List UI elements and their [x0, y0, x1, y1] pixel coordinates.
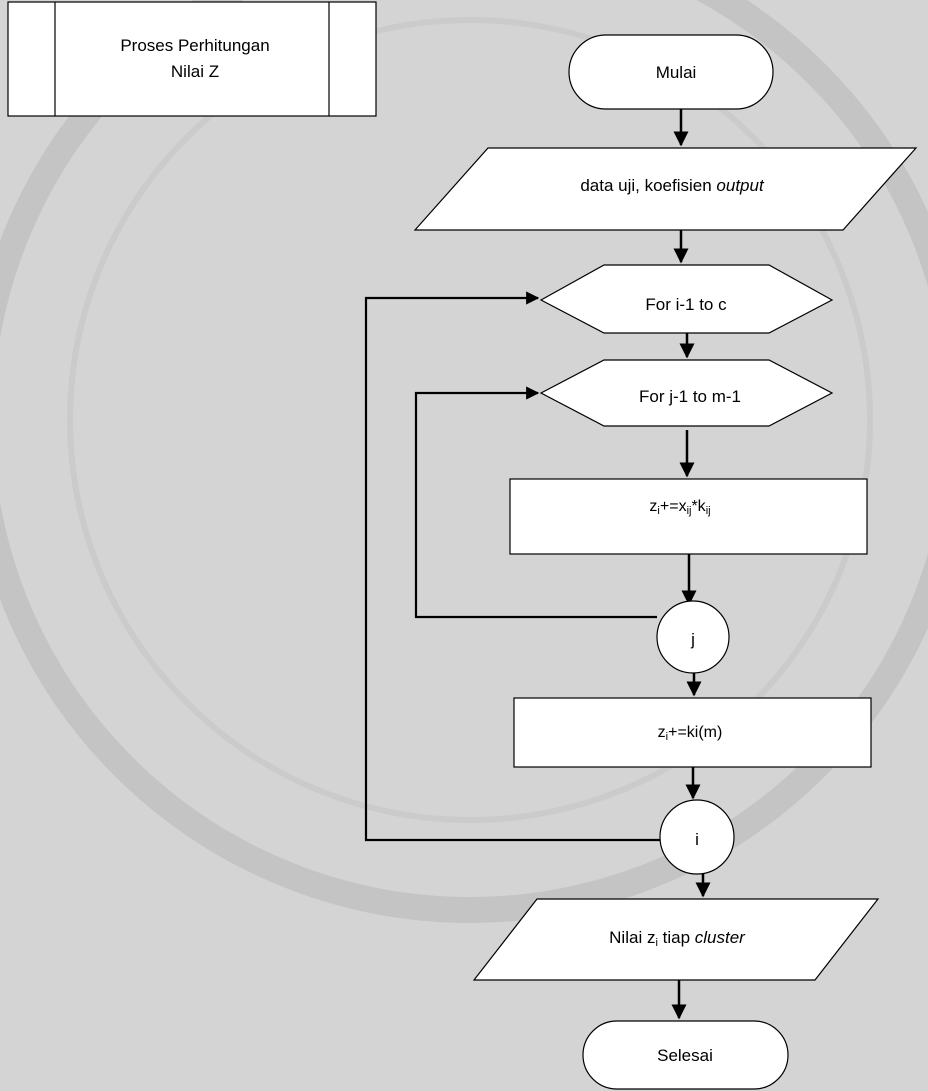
loop-back-i-line: [364, 291, 660, 842]
connector-i-label: i: [695, 830, 699, 849]
watermark: [0, 0, 928, 923]
process-title-line2: Nilai Z: [171, 62, 219, 81]
process-2-rect: zi+=ki(m): [513, 697, 872, 768]
connector-i: i: [659, 799, 735, 875]
process-1-z: z: [649, 498, 657, 515]
input-label: data uji, koefisien output: [580, 176, 765, 195]
process-2-z-sub: i: [666, 731, 668, 743]
process-1-star: *k: [691, 498, 706, 515]
connector-j: j: [656, 600, 730, 674]
process-1-formula: zi+=xij*kij: [649, 498, 710, 517]
input-label-italic: output: [716, 176, 765, 195]
process-1-z-sub: i: [657, 505, 659, 517]
process-2-rest: +=ki(m): [668, 724, 722, 741]
loop-back-j-line: [414, 386, 657, 619]
output-parallelogram: Nilai zi tiap cluster: [472, 898, 880, 981]
process-2-z: z: [658, 724, 666, 741]
process-1-mid: +=x: [660, 498, 687, 515]
start-label: Mulai: [656, 63, 697, 82]
loop-j-label: For j-1 to m-1: [639, 387, 741, 406]
process-title-box: Proses Perhitungan Nilai Z: [7, 1, 377, 117]
end-terminator: Selesai: [582, 1020, 789, 1090]
loop-j-hexagon: For j-1 to m-1: [539, 359, 834, 427]
loop-i-label: For i-1 to c: [645, 295, 727, 314]
output-sub: i: [655, 937, 657, 949]
output-label: Nilai zi tiap cluster: [609, 928, 746, 949]
loop-i-hexagon: For i-1 to c: [539, 264, 834, 334]
process-1-rect: zi+=xij*kij: [509, 478, 868, 555]
connector-j-label: j: [690, 630, 695, 649]
output-middle: tiap: [658, 928, 695, 947]
input-label-text: data uji, koefisien: [580, 176, 716, 195]
process-1-k-sub: ij: [706, 505, 711, 517]
start-terminator: Mulai: [568, 34, 774, 110]
input-parallelogram: data uji, koefisien output: [413, 147, 918, 231]
process-2-formula: zi+=ki(m): [658, 724, 723, 743]
output-prefix: Nilai z: [609, 928, 655, 947]
output-italic: cluster: [695, 928, 746, 947]
end-label: Selesai: [657, 1046, 713, 1065]
process-title-line1: Proses Perhitungan: [120, 36, 269, 55]
process-1-x-sub: ij: [687, 505, 692, 517]
